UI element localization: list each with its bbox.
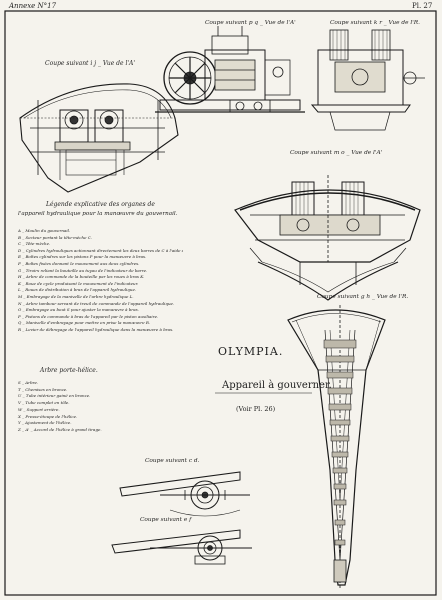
- arbre-item: V _ Tube complet en tôle.: [18, 400, 70, 406]
- legend-item: L _ Roues de distribution à bras de l'ap…: [18, 287, 137, 293]
- arbre-item: Z _ A' _ Accord de l'hélice à grand tira…: [18, 426, 102, 432]
- section-kr-view: [310, 29, 425, 131]
- plate-number: Pl. 27: [412, 2, 433, 10]
- section-label-pq: Coupe suivant p q _ Vue de l'A': [205, 20, 296, 26]
- section-label-kr: Coupe suivant k r _ Vue de l'R.: [330, 20, 421, 26]
- legend-item: K _ Roue de cycle produisant le mouvemen…: [18, 280, 139, 286]
- legend-item: Q _ Manivelle d'embrayage pour mettre en…: [18, 320, 151, 326]
- section-gh-view: [287, 305, 386, 590]
- drawing-subtitle: Appareil à gouverner.: [222, 380, 332, 391]
- arbre-item: U _ Tube intérieur gainé en bronze.: [18, 393, 91, 399]
- arbre-list: S _ Arbre. T _ Chemises en bronze. U _ T…: [18, 380, 138, 434]
- sheet-border: [4, 10, 437, 596]
- legend-item: O _ Embrayage au bout S pour ajuster la …: [18, 307, 139, 313]
- legend-item: G _ Tiroirs reliant la bouteille au tuya…: [18, 267, 148, 273]
- arbre-item: Y _ Ajustement de l'hélice.: [18, 420, 72, 426]
- legend-title-2: l'appareil hydraulique pour la manœuvre …: [18, 211, 178, 217]
- legend-list: A _ Moulin du gouvernail. B _ Secteur po…: [18, 228, 183, 334]
- section-label-gh: Coupe suivant g h _ Vue de l'R.: [317, 294, 409, 300]
- ship-name: OLYMPIA.: [218, 345, 284, 358]
- legend-item: M _ Embrayage de la manivelle de l'arbre…: [18, 293, 134, 299]
- section-label-ij: Coupe suivant i j _ Vue de l'A': [45, 60, 135, 67]
- section-label-ef: Coupe suivant e f: [140, 517, 192, 523]
- section-ij-view: [19, 83, 179, 193]
- legend-item: E _ Boîtes cylindres sur les pistons P p…: [18, 254, 147, 260]
- arbre-item: X _ Presse-étoupe de l'hélice.: [18, 413, 78, 419]
- section-ef-view: [111, 529, 252, 565]
- section-mo-view: [234, 175, 421, 301]
- arbre-title: Arbre porte-hélice.: [40, 367, 98, 374]
- arbre-item: T _ Chemises en bronze.: [18, 386, 68, 392]
- legend-item: H _ Arbre de commande de la bouteille pa…: [18, 274, 145, 280]
- legend-item: D _ Cylindres hydrauliques actionnant di…: [18, 247, 183, 253]
- section-pq-view: [155, 26, 305, 113]
- legend-item: N _ Arbre tambour servant de treuil de c…: [18, 300, 175, 306]
- arbre-item: W _ Support arrière.: [18, 406, 60, 412]
- section-cd-view: [119, 471, 250, 517]
- legend-title-1: Légende explicative des organes de: [46, 201, 155, 208]
- legend-item: A _ Moulin du gouvernail.: [18, 228, 71, 233]
- plate-reference: (Voir Pl. 26): [236, 405, 276, 413]
- legend-item: B _ Secteur portant la tête-mèche C.: [18, 234, 92, 240]
- legend-item: R _ Levier de débrayage de l'appareil hy…: [18, 326, 174, 332]
- legend-item: C _ Tête-mèche.: [18, 241, 51, 247]
- legend-item: P _ Pistons de commande à bras de l'appa…: [18, 313, 159, 319]
- section-label-mo: Coupe suivant m o _ Vue de l'A': [290, 150, 383, 156]
- legend-item: F _ Boîtes fixées donnant le mouvement a…: [18, 260, 140, 266]
- annex-number: Annexe N°17: [9, 2, 57, 10]
- arbre-item: S _ Arbre.: [18, 380, 39, 385]
- section-label-cd: Coupe suivant c d.: [145, 458, 200, 464]
